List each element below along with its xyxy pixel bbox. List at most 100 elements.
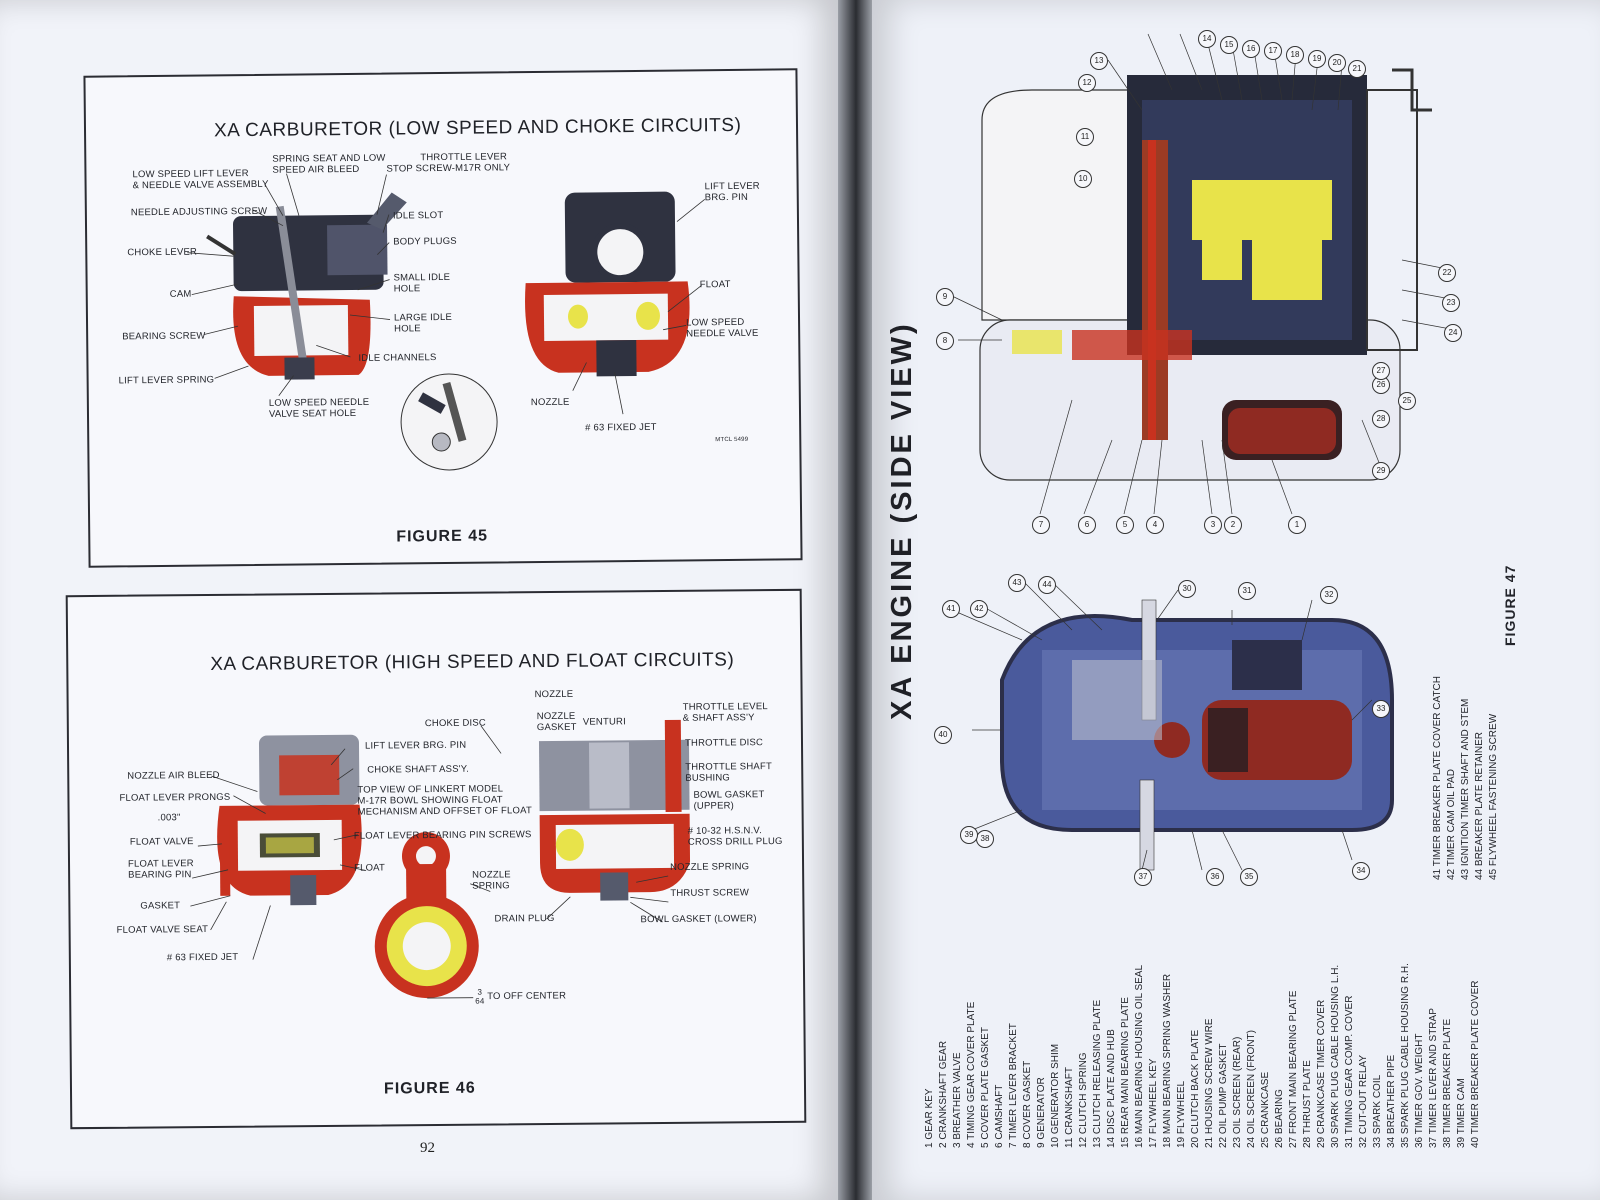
label-lift-lever-brg-pin-46: LIFT LEVER BRG. PIN (364, 739, 467, 752)
label-venturi: VENTURI (582, 716, 626, 728)
label-text: SMALL IDLE (393, 271, 451, 284)
label-text: HOLE (394, 323, 421, 335)
label-text: CROSS DRILL PLUG (687, 835, 783, 848)
callout-27: 27 (1372, 362, 1390, 380)
gear-yellow-2 (1252, 240, 1322, 300)
figure-46-frame: XA CARBURETOR (HIGH SPEED AND FLOAT CIRC… (65, 588, 807, 1130)
label-thrust-screw: THRUST SCREW (670, 887, 750, 899)
label-low-speed-lift-lever: LOW SPEED LIFT LEVER& NEEDLE VALVE ASSEM… (132, 168, 268, 191)
label-throttle-level: THROTTLE LEVEL& SHAFT ASS'Y (683, 701, 768, 724)
legend-item-41: 41 TIMER BREAKER PLATE COVER CATCH (1432, 676, 1443, 880)
legend-item-37: 37 TIMER LEVER AND STRAP (1428, 1008, 1439, 1148)
label-bowl-gasket-upper: BOWL GASKET(UPPER) (693, 789, 764, 812)
legend-item-8: 8 COVER GASKET (1022, 1060, 1033, 1148)
label-body-plugs: BODY PLUGS (393, 235, 457, 248)
engine-cutaway (979, 68, 1432, 481)
legend-item-6: 6 CAMSHAFT (994, 1084, 1005, 1148)
legend-item-31: 31 TIMING GEAR COMP. COVER (1344, 995, 1355, 1148)
callout-18: 18 (1286, 46, 1304, 64)
legend-item-29: 29 CRANKCASE TIMER COVER (1316, 999, 1327, 1148)
label-text: VALVE SEAT HOLE (268, 407, 357, 420)
callout-20: 20 (1328, 54, 1346, 72)
callout-36: 36 (1206, 868, 1224, 886)
legend-item-11: 11 CRANKSHAFT (1064, 1067, 1075, 1148)
label-off-center: 3 64 TO OFF CENTER (475, 987, 566, 1006)
label-text: HOLE (393, 283, 421, 295)
label-bowl-gasket-lower: BOWL GASKET (LOWER) (640, 913, 757, 926)
callout-40: 40 (934, 726, 952, 744)
legend-item-22: 22 OIL PUMP GASKET (1218, 1043, 1229, 1148)
legend-item-33: 33 SPARK COIL (1372, 1074, 1383, 1148)
cutout-relay (1232, 640, 1302, 690)
callout-42: 42 (970, 600, 988, 618)
legend-item-15: 15 REAR MAIN BEARING PLATE (1120, 997, 1131, 1148)
legend-item-2: 2 CRANKSHAFT GEAR (938, 1040, 949, 1148)
callout-2: 2 (1224, 516, 1242, 534)
label-cam: CAM (169, 288, 192, 300)
legend-item-4: 4 TIMING GEAR COVER PLATE (966, 1001, 977, 1148)
callout-24: 24 (1444, 324, 1462, 342)
carb2-nozzle (596, 339, 637, 377)
label-choke-disc: CHOKE DISC (424, 717, 486, 730)
oil-sump-red (1228, 408, 1336, 454)
label-text: SPRING SEAT AND LOW (272, 152, 386, 165)
label-text: THROTTLE LEVEL (682, 701, 768, 713)
callout-16: 16 (1242, 40, 1260, 58)
label-text: BRG. PIN (704, 191, 749, 204)
legend-item-14: 14 DISC PLATE AND HUB (1106, 1029, 1117, 1148)
callout-12: 12 (1078, 74, 1096, 92)
callout-14: 14 (1198, 30, 1216, 48)
timer-mechanism (1072, 660, 1162, 740)
label-nozzle-spring-right: NOZZLE SPRING (670, 861, 750, 873)
callout-21: 21 (1348, 60, 1366, 78)
generator-housing (981, 89, 1133, 321)
legend-item-34: 34 BREATHER PIPE (1386, 1054, 1397, 1148)
legend-item-23: 23 OIL SCREEN (REAR) (1232, 1036, 1243, 1148)
choke-arm (206, 234, 237, 256)
callout-7: 7 (1032, 516, 1050, 534)
timer-gear (1154, 722, 1190, 758)
legend-item-44: 44 BREAKER PLATE RETAINER (1474, 731, 1485, 880)
callout-41: 41 (942, 600, 960, 618)
legend-item-35: 35 SPARK PLUG CABLE HOUSING R.H. (1400, 963, 1411, 1148)
legend-item-24: 24 OIL SCREEN (FRONT) (1246, 1030, 1257, 1148)
callout-15: 15 (1220, 36, 1238, 54)
callout-31: 31 (1238, 582, 1256, 600)
callout-29: 29 (1372, 462, 1390, 480)
carb2-throttle-disc (591, 223, 650, 282)
callout-17: 17 (1264, 42, 1282, 60)
label-float-valve: FLOAT VALVE (129, 836, 194, 848)
label-hsnv: # 10-32 H.S.N.V.CROSS DRILL PLUG (688, 825, 783, 848)
carb4-throttle (664, 719, 682, 812)
label-text: SPRING (472, 880, 510, 892)
callout-11: 11 (1076, 128, 1094, 146)
callout-32: 32 (1320, 586, 1338, 604)
label-text: NOZZLE (472, 869, 511, 881)
callout-10: 10 (1074, 170, 1092, 188)
carburetor-low-speed-drawing (187, 173, 706, 471)
callout-26: 26 (1372, 376, 1390, 394)
carb4-nozzle (600, 872, 629, 901)
callout-34: 34 (1352, 862, 1370, 880)
inset-washer (431, 432, 451, 452)
label-float-lever-prongs: FLOAT LEVER PRONGS (119, 791, 231, 804)
label-text: TO OFF CENTER (487, 990, 567, 1003)
label-text: LIFT LEVER (704, 180, 760, 193)
label-text: & SHAFT ASS'Y (682, 712, 755, 724)
float-top-view-neck (406, 863, 447, 905)
callout-1: 1 (1288, 516, 1306, 534)
crankshaft-highlight (1148, 140, 1156, 440)
label-text: & NEEDLE VALVE ASSEMBLY (132, 178, 269, 192)
engine-timer-view (1000, 599, 1394, 871)
legend-item-42: 42 TIMER CAM OIL PAD (1446, 769, 1457, 880)
legend-item-30: 30 SPARK PLUG CABLE HOUSING L.H. (1330, 964, 1341, 1148)
legend-item-9: 9 GENERATOR (1036, 1077, 1047, 1148)
carb2-float-left (567, 304, 588, 329)
fraction-numerator: 3 (477, 987, 483, 997)
legend-item-40: 40 TIMER BREAKER PLATE COVER (1470, 980, 1481, 1148)
legend-item-12: 12 CLUTCH SPRING (1078, 1052, 1089, 1148)
legend-item-27: 27 FRONT MAIN BEARING PLATE (1288, 990, 1299, 1148)
callout-4: 4 (1146, 516, 1164, 534)
